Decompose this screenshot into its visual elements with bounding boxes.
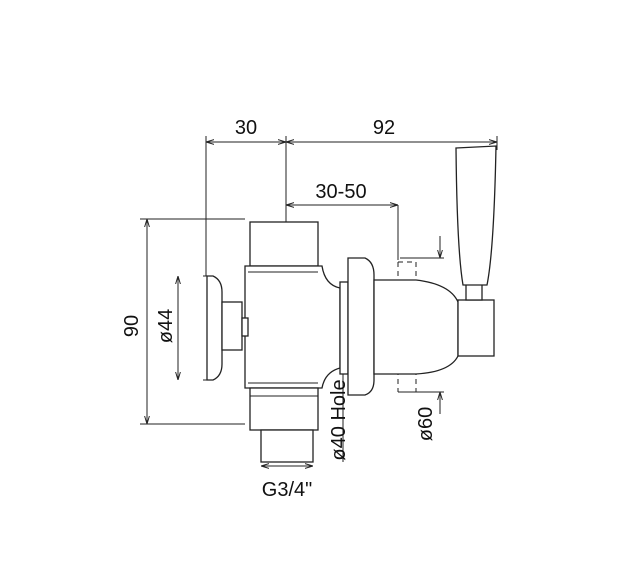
lever-assembly [373, 145, 497, 375]
dim-width-right: 92 [373, 117, 395, 139]
wall-rosette [339, 257, 375, 396]
dim-hole-diameter: ø40 Hole [328, 379, 350, 460]
dim-height: 90 [121, 315, 143, 337]
dim-thread: G3/4" [262, 479, 312, 501]
dimension-labels: 30 92 30-50 90 ø44 ø40 Hole ø60 G3/4" [121, 117, 437, 501]
push-button [203, 275, 249, 381]
dim-width-left: 30 [235, 117, 257, 139]
dim-rosette-diameter: ø60 [415, 407, 437, 441]
dim-wall-range: 30-50 [315, 181, 366, 203]
dim-button-diameter: ø44 [155, 309, 177, 343]
valve-body [244, 221, 341, 463]
